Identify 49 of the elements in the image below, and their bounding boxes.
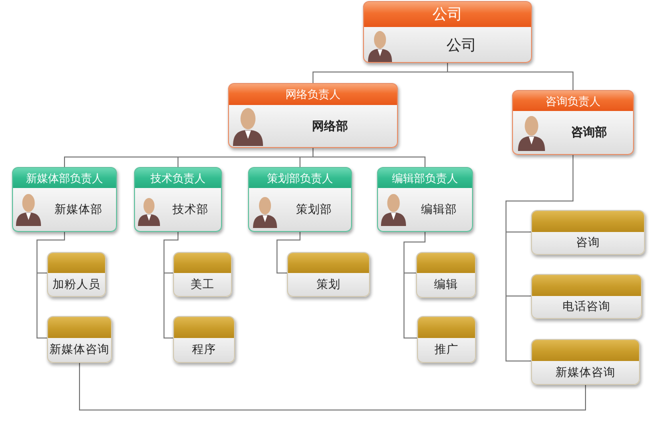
title-bar: 新媒体部负责人 bbox=[13, 168, 116, 188]
org-chart-box bbox=[134, 167, 222, 232]
title-bar: 公司 bbox=[364, 2, 531, 27]
title-bar: 编辑部负责人 bbox=[378, 168, 472, 188]
role-name: 推广 bbox=[434, 343, 458, 357]
department-name: 技术部 bbox=[172, 202, 208, 216]
department-name: 策划部 bbox=[296, 202, 332, 216]
role-name: 加粉人员 bbox=[52, 278, 100, 292]
connector-line bbox=[312, 148, 426, 168]
role-name: 新媒体咨询 bbox=[50, 343, 110, 357]
org-chart-box bbox=[228, 83, 398, 148]
org-chart-box bbox=[47, 316, 112, 363]
connector-line bbox=[79, 362, 586, 410]
title-bar: 网络负责人 bbox=[229, 84, 397, 105]
title-bar: 技术负责人 bbox=[135, 168, 221, 188]
role-name: 策划 bbox=[316, 278, 340, 292]
department-name: 咨询部 bbox=[571, 125, 607, 140]
connector-line bbox=[506, 154, 574, 362]
org-chart-box bbox=[417, 316, 476, 363]
title-bar: 咨询负责人 bbox=[513, 91, 633, 111]
title-bar: 策划部负责人 bbox=[249, 168, 351, 188]
role-name: 程序 bbox=[192, 343, 216, 357]
connector-line bbox=[164, 232, 178, 338]
department-name: 公司 bbox=[446, 36, 476, 54]
org-chart-box bbox=[531, 339, 640, 385]
role-name: 咨询 bbox=[576, 236, 600, 250]
role-name: 美工 bbox=[190, 278, 214, 292]
role-name: 电话咨询 bbox=[562, 300, 610, 314]
org-chart-box bbox=[416, 252, 476, 298]
connector-line bbox=[447, 62, 574, 90]
connector-line bbox=[276, 232, 300, 274]
org-chart-box bbox=[363, 1, 532, 63]
department-name: 编辑部 bbox=[421, 202, 457, 216]
org-chart-box bbox=[173, 252, 232, 297]
org-chart-box bbox=[531, 274, 642, 319]
org-chart-box bbox=[531, 210, 645, 255]
connector-line bbox=[36, 232, 65, 338]
org-chart-box bbox=[248, 167, 352, 232]
connector-line bbox=[404, 232, 426, 338]
org-chart-box bbox=[12, 167, 117, 232]
org-chart-box bbox=[377, 167, 473, 232]
org-chart-box bbox=[512, 90, 634, 155]
org-chart-box bbox=[287, 252, 370, 297]
role-name: 新媒体咨询 bbox=[556, 366, 616, 380]
department-name: 新媒体部 bbox=[54, 202, 102, 216]
role-name: 编辑 bbox=[434, 278, 458, 292]
org-chart-box bbox=[173, 316, 235, 363]
org-chart-box bbox=[47, 252, 106, 297]
department-name: 网络部 bbox=[312, 118, 348, 134]
